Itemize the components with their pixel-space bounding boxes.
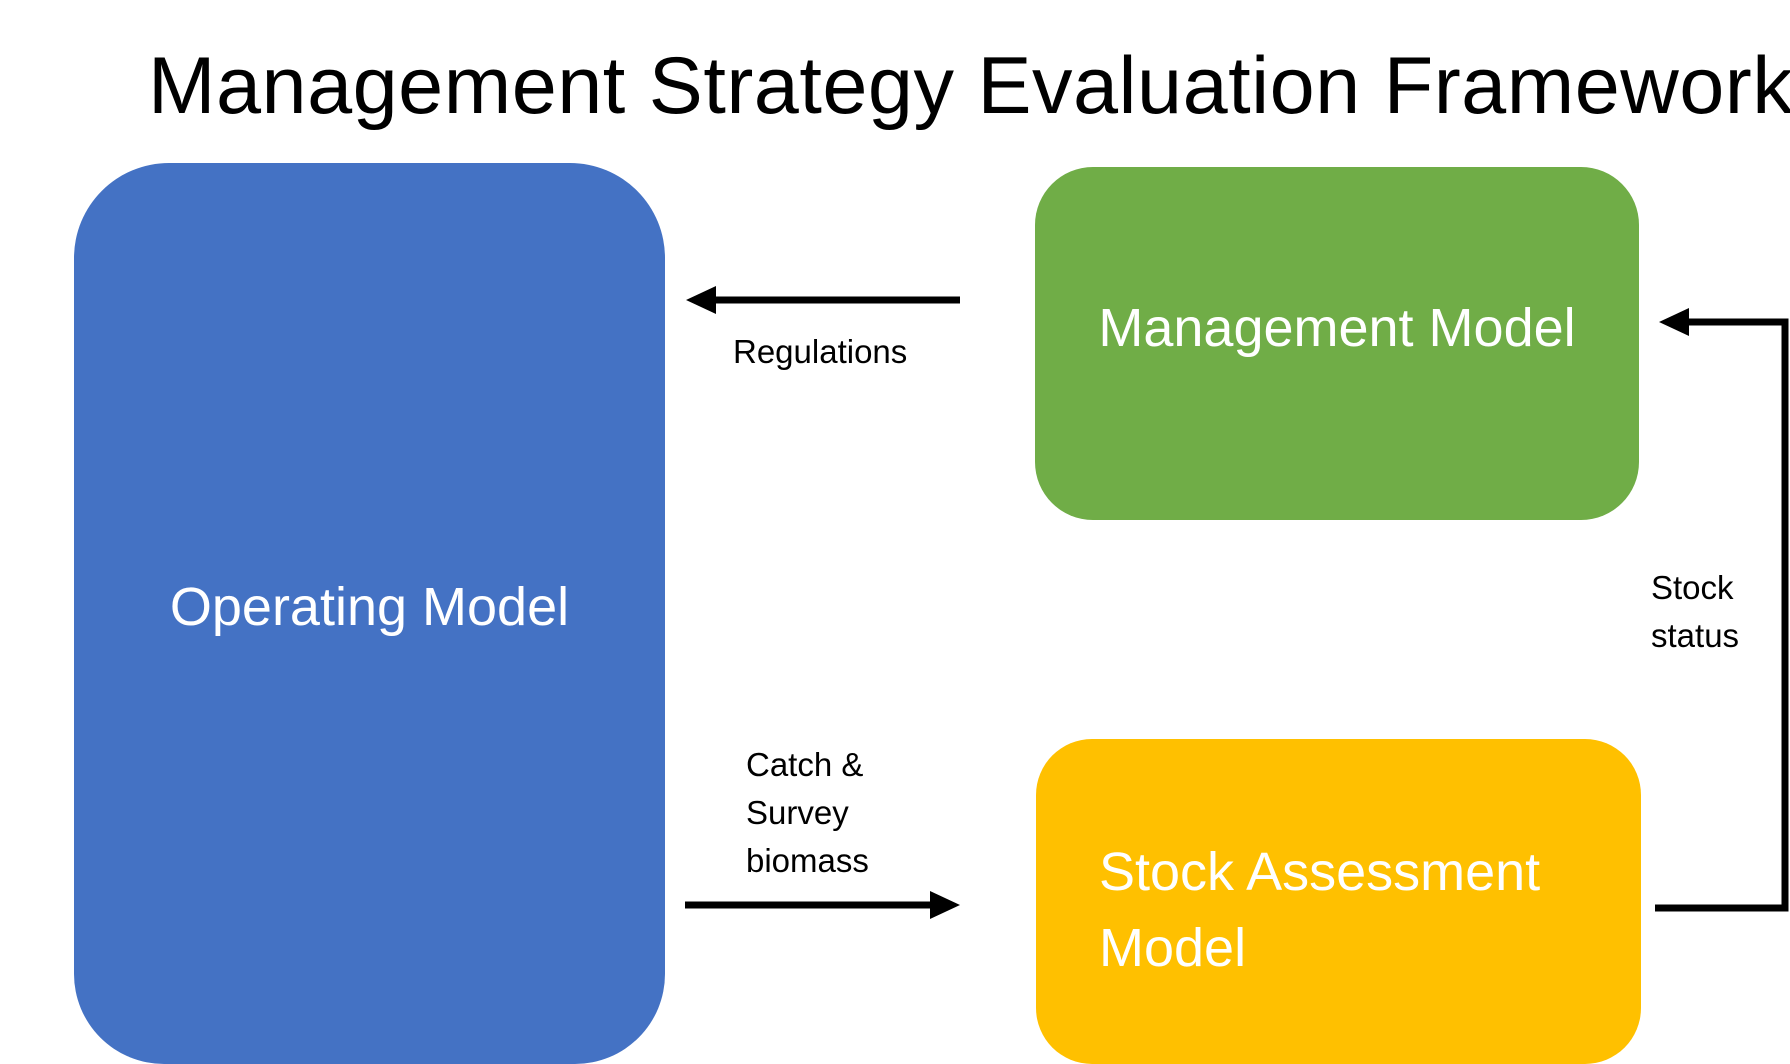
stock-status-arrow-head xyxy=(1659,308,1689,336)
catch-survey-biomass-label: Catch & Survey biomass xyxy=(746,746,869,879)
management-model-box: Management Model xyxy=(1035,167,1639,520)
regulations-label: Regulations xyxy=(733,333,908,370)
catch-arrow-head xyxy=(930,891,960,919)
stock-assessment-model-label: Stock Assessment Model xyxy=(1099,842,1541,978)
stock-status-label: Stock status xyxy=(1651,569,1740,654)
operating-model-label: Operating Model xyxy=(169,576,570,637)
regulations-arrow-head xyxy=(686,286,716,314)
stock-assessment-model-box: Stock Assessment Model xyxy=(1036,739,1641,1064)
stock-status-connector xyxy=(1655,318,1789,912)
operating-model-box: Operating Model xyxy=(74,163,665,1064)
management-model-label: Management Model xyxy=(1098,298,1576,358)
diagram-title: Management Strategy Evaluation Framework xyxy=(148,41,1790,131)
